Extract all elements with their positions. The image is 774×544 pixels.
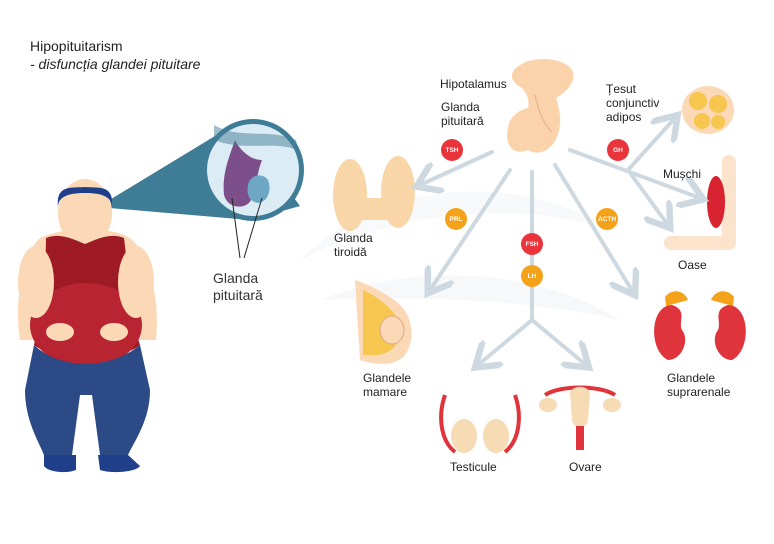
zoom-callout xyxy=(98,119,304,259)
label-adrenal-line2: suprarenale xyxy=(667,385,731,399)
adipose-organ xyxy=(682,86,734,134)
label-adipose-line1: Țesut xyxy=(606,82,637,96)
label-adrenal-line1: Glandele xyxy=(667,371,716,385)
label-mammary-line2: mamare xyxy=(363,385,408,399)
patient-figure xyxy=(18,179,157,473)
zoom-label-line1: Glanda xyxy=(213,270,259,286)
thyroid-organ xyxy=(333,156,415,231)
label-adipose: Țesut conjunctiv adipos xyxy=(606,82,659,124)
ovaries-organ xyxy=(539,385,621,450)
hormone-badge-fsh: FSH xyxy=(521,233,543,255)
diagram-subtitle: - disfuncția glandei pituitare xyxy=(30,56,201,72)
label-pituitary: Glanda pituitară xyxy=(441,100,484,128)
label-thyroid-line2: tiroidă xyxy=(334,245,367,259)
label-pituitary-line2: pituitară xyxy=(441,114,484,128)
mammary-organ xyxy=(355,280,412,364)
testes-organ xyxy=(439,394,521,454)
title-block: Hipopituitarism - disfuncția glandei pit… xyxy=(30,37,200,73)
label-mammary: Glandele mamare xyxy=(363,371,411,399)
label-adrenal: Glandele suprarenale xyxy=(667,371,730,399)
label-adipose-line2: conjunctiv xyxy=(606,96,660,110)
label-hypothalamus: Hipotalamus xyxy=(440,77,507,91)
pituitary-organ xyxy=(507,58,574,153)
label-muscle: Mușchi xyxy=(663,167,702,181)
diagram-title: Hipopituitarism xyxy=(30,38,123,54)
muscle-bone-organ xyxy=(664,155,736,250)
hormone-badge-prl: PRL xyxy=(445,208,467,230)
adrenal-organ xyxy=(654,291,746,360)
label-thyroid-line1: Glanda xyxy=(334,231,373,245)
hormone-badge-gh: GH xyxy=(607,139,629,161)
label-pituitary-line1: Glanda xyxy=(441,100,480,114)
label-testes: Testicule xyxy=(450,460,497,474)
hormone-badge-tsh: TSH xyxy=(441,139,463,161)
hormone-badge-lh: LH xyxy=(521,265,543,287)
zoom-label-line2: pituitară xyxy=(213,287,263,303)
label-ovaries: Ovare xyxy=(569,460,602,474)
zoom-label: Glanda pituitară xyxy=(213,270,263,304)
label-adipose-line3: adipos xyxy=(606,110,642,124)
label-mammary-line1: Glandele xyxy=(363,371,412,385)
hormone-badge-acth: ACTH xyxy=(596,208,618,230)
label-thyroid: Glanda tiroidă xyxy=(334,231,373,259)
label-bones: Oase xyxy=(678,258,707,272)
